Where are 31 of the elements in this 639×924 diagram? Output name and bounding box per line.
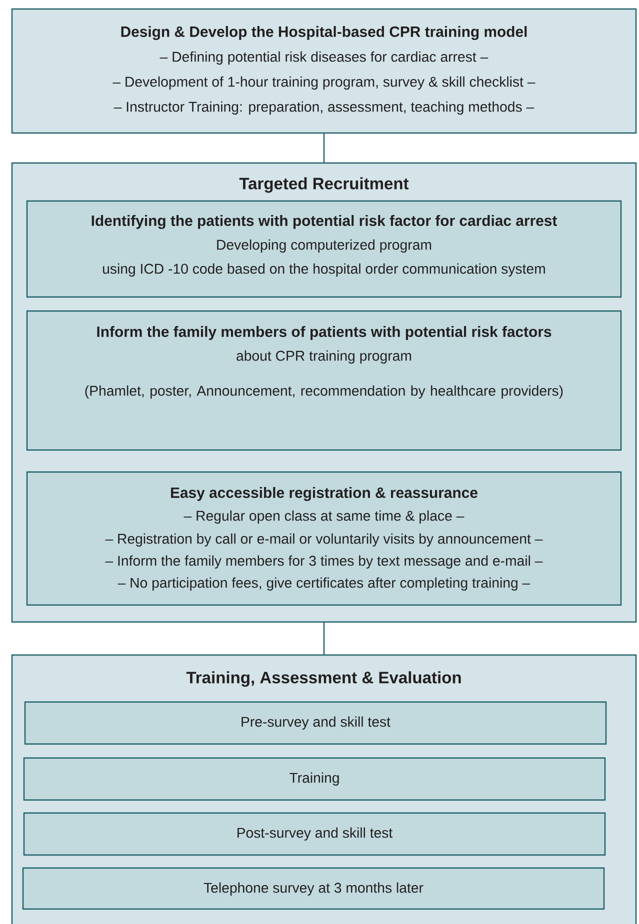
process-box [22, 867, 605, 910]
box-text: Telephone survey at 3 months later [204, 882, 424, 896]
box-text: about CPR training program [236, 350, 412, 364]
process-box [11, 8, 637, 134]
box-text: Training [290, 772, 339, 786]
box-text: Pre-survey and skill test [242, 716, 390, 730]
box-heading: Identifying the patients with potential risk factor for cardiac arrest [92, 215, 557, 229]
process-box [23, 812, 606, 856]
process-box [26, 310, 622, 451]
box-text: Post-survey and skill test [238, 827, 393, 841]
process-box [24, 701, 607, 745]
box-text: Developing computerized program [217, 239, 432, 253]
box-text: using ICD -10 code based on the hospital order communication system [103, 263, 545, 277]
box-heading: Inform the family members of patients with potential risk factors [97, 326, 552, 340]
process-box [26, 200, 622, 298]
box-heading: Easy accessible registration & reassurance [171, 487, 478, 501]
box-text: – Regular open class at same time & place – [184, 510, 464, 524]
box-text: – No participation fees, give certificates after completing training – [118, 577, 530, 591]
process-box [23, 757, 606, 801]
box-heading: Training, Assessment & Evaluation [186, 671, 461, 687]
box-heading: Design & Develop the Hospital-based CPR training model [121, 26, 527, 40]
box-text: – Registration by call or e-mail or voluntarily visits by announcement – [105, 533, 543, 547]
connector-line [323, 134, 325, 162]
box-text: – Instructor Training: preparation, assessment, teaching methods – [114, 101, 534, 115]
box-text: (Phamlet, poster, Announcement, recommendation by healthcare providers) [85, 385, 563, 399]
process-box [26, 471, 622, 606]
connector-line [323, 622, 325, 654]
box-heading: Targeted Recruitment [239, 177, 409, 193]
box-text: – Defining potential risk diseases for cardiac arrest – [160, 51, 488, 65]
box-text: – Development of 1-hour training program, survey & skill checklist – [112, 76, 536, 90]
box-text: – Inform the family members for 3 times by text message and e-mail – [105, 555, 543, 569]
